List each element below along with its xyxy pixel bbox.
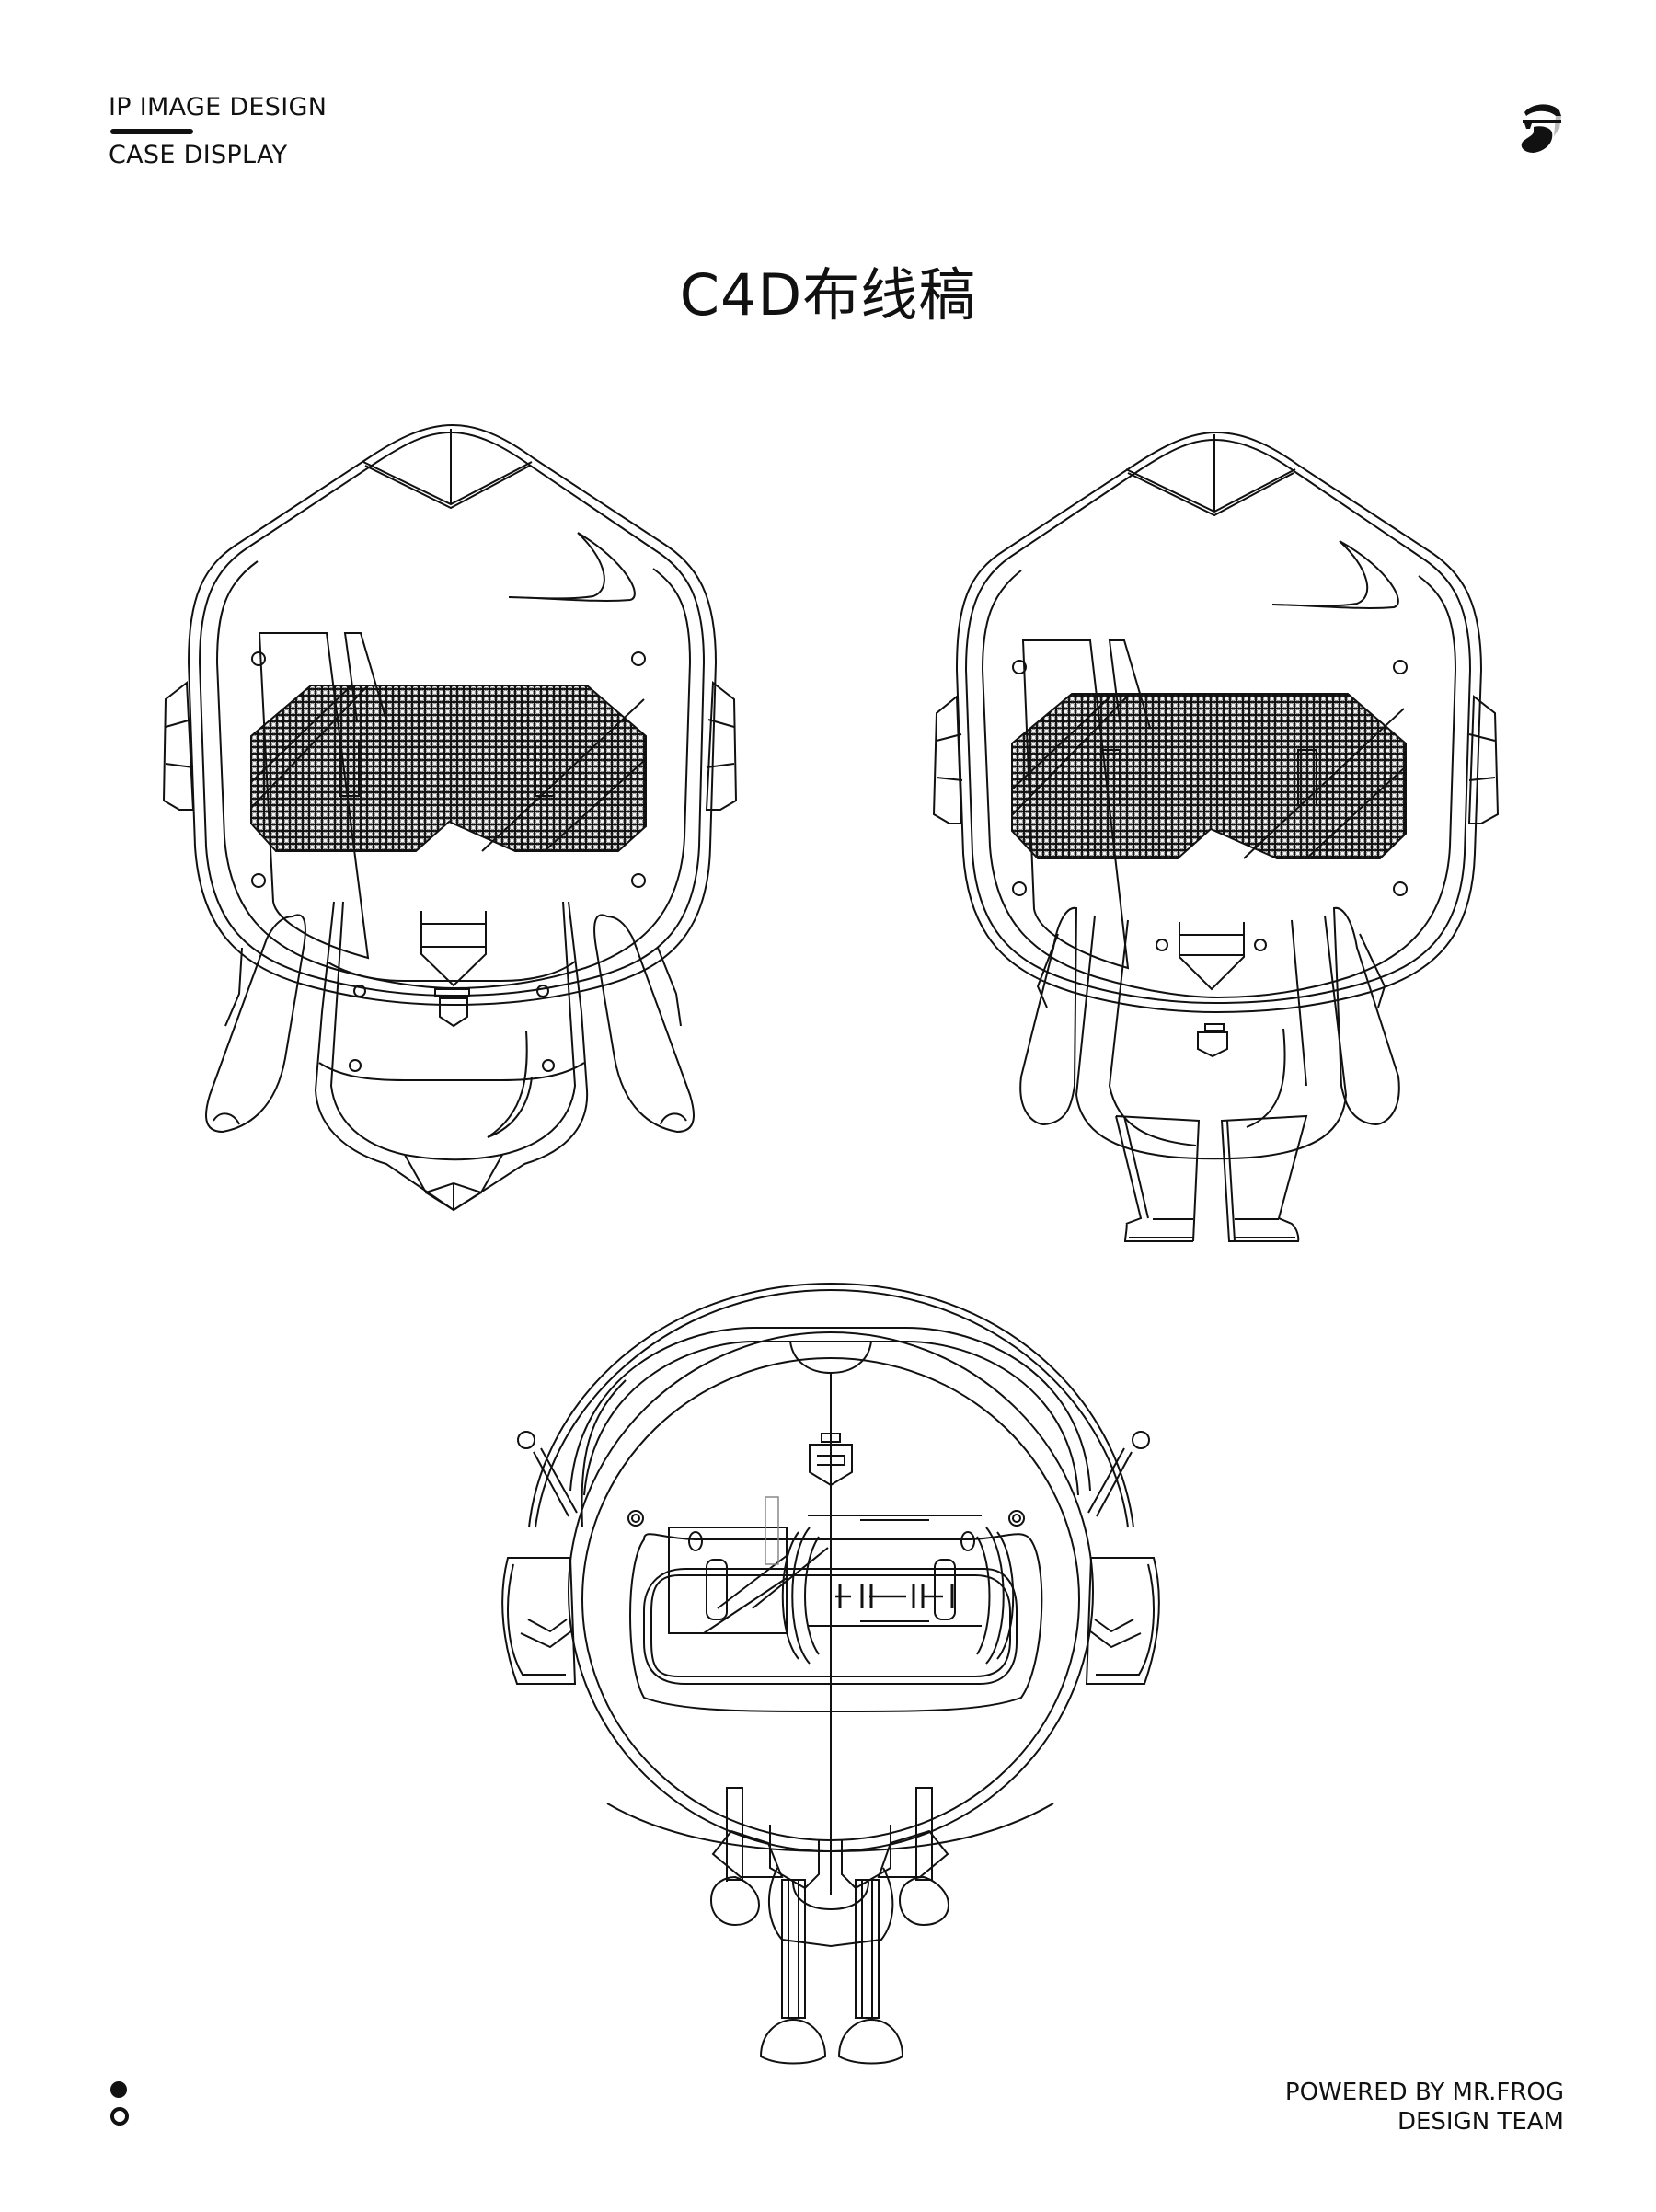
header-line-2: CASE DISPLAY <box>109 141 288 169</box>
page-indicator <box>110 2081 129 2126</box>
page-footer: POWERED BY MR.FROG DESIGN TEAM <box>1285 2078 1564 2137</box>
page-dot-inactive <box>110 2107 129 2126</box>
header-line-1: IP IMAGE DESIGN <box>109 93 328 121</box>
page-dot-active <box>110 2081 127 2098</box>
header-divider <box>110 129 193 134</box>
bearded-man-glasses-icon <box>1513 99 1569 159</box>
robot-round-view <box>501 1282 1160 2065</box>
footer-line-1: POWERED BY MR.FROG <box>1284 2079 1564 2106</box>
robot-standing-view <box>932 431 1500 1242</box>
page-title: C4D布线稿 <box>679 261 977 328</box>
robot-front-view <box>162 423 738 1212</box>
page-header: IP IMAGE DESIGN CASE DISPLAY <box>109 92 327 171</box>
footer-line-2: DESIGN TEAM <box>1397 2108 1564 2136</box>
